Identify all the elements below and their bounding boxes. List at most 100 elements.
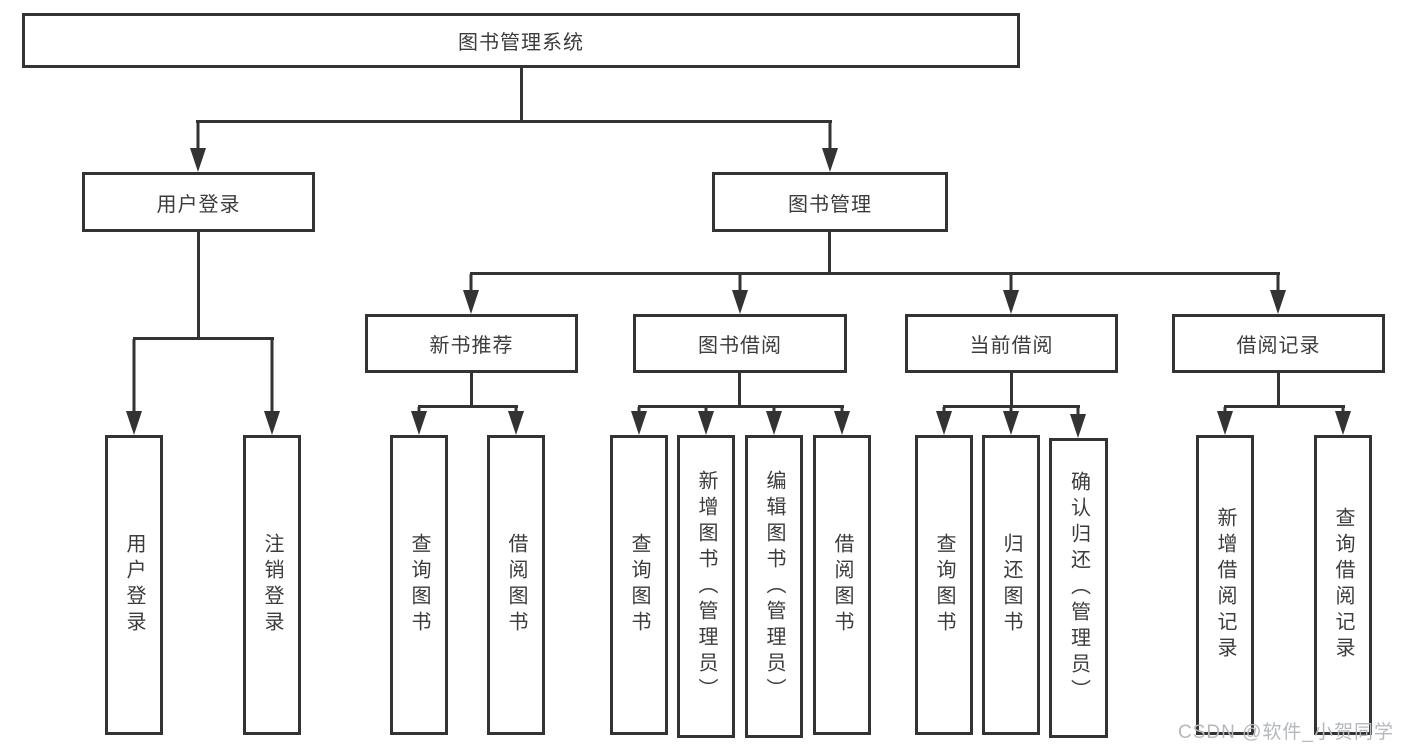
leaf-label: 查询图书 (628, 533, 650, 637)
leaf-label: 借阅图书 (505, 533, 527, 637)
leaf-add-books-admin: 新增图书（管理员） (677, 435, 735, 738)
connector-line (133, 337, 274, 340)
arrow-down-icon (1068, 407, 1088, 438)
arrow-stem (1341, 407, 1345, 413)
connector-line (1010, 373, 1013, 407)
arrow-stem (469, 274, 473, 292)
connector-line (520, 68, 523, 122)
arrow-stem (132, 339, 136, 413)
leaf-query-books-current: 查询图书 (915, 435, 973, 735)
arrow-down-icon (1001, 407, 1021, 435)
arrow-stem (1009, 407, 1013, 413)
arrow-down-icon (1268, 274, 1288, 314)
leaf-return-books: 归还图书 (982, 435, 1040, 735)
arrow-head (1335, 411, 1351, 435)
leaf-user-login: 用户登录 (105, 435, 163, 735)
leaf-add-borrowing-record: 新增借阅记录 (1196, 435, 1254, 735)
node-borrowing-records: 借阅记录 (1172, 314, 1385, 373)
arrow-stem (196, 122, 200, 150)
node-label: 图书借阅 (698, 335, 782, 357)
arrow-down-icon (409, 407, 429, 435)
connector-line (738, 373, 741, 407)
connector-line (1277, 373, 1280, 407)
arrow-head (508, 411, 524, 435)
leaf-label: 查询图书 (408, 533, 430, 637)
arrow-head (190, 148, 206, 172)
connector-line (196, 120, 832, 123)
arrow-down-icon (506, 407, 526, 435)
connector-line (470, 272, 1280, 275)
node-label: 图书管理 (788, 193, 872, 216)
arrow-head (936, 411, 952, 435)
arrow-head (1003, 290, 1019, 314)
arrow-head (698, 411, 714, 435)
arrow-down-icon (262, 339, 282, 435)
arrow-head (631, 411, 647, 435)
arrow-stem (738, 274, 742, 292)
leaf-confirm-return-admin: 确认归还（管理员） (1049, 438, 1108, 738)
arrow-down-icon (764, 407, 784, 435)
arrow-head (1217, 411, 1233, 435)
arrow-down-icon (1001, 274, 1021, 314)
node-book-management: 图书管理 (712, 172, 948, 232)
csdn-watermark: CSDN @软件_小贺同学 (1178, 722, 1394, 743)
arrow-down-icon (934, 407, 954, 435)
arrow-head (1270, 290, 1286, 314)
node-book-borrowing: 图书借阅 (633, 314, 847, 373)
arrow-down-icon (730, 274, 750, 314)
leaf-query-borrowing-record: 查询借阅记录 (1314, 435, 1372, 735)
arrow-head (766, 411, 782, 435)
arrow-stem (637, 407, 641, 413)
arrow-stem (1009, 274, 1013, 292)
node-label: 图书管理系统 (458, 32, 584, 54)
connector-line (638, 405, 844, 408)
connector-line (943, 405, 1080, 408)
leaf-label: 注销登录 (261, 533, 283, 637)
node-label: 借阅记录 (1236, 335, 1321, 357)
leaf-query-books-borrowing: 查询图书 (610, 435, 668, 735)
leaf-label: 确认归还（管理员） (1067, 471, 1090, 705)
arrow-stem (772, 407, 776, 413)
node-label: 用户登录 (156, 193, 241, 216)
node-user-login: 用户登录 (82, 172, 315, 232)
connector-line (828, 232, 831, 274)
arrow-stem (1276, 274, 1280, 292)
arrow-stem (270, 339, 274, 413)
arrow-stem (1076, 407, 1080, 416)
leaf-borrow-books-borrowing: 借阅图书 (813, 435, 871, 735)
leaf-query-books-recommend: 查询图书 (390, 435, 448, 735)
node-label: 当前借阅 (969, 335, 1054, 357)
connector-line (418, 405, 518, 408)
node-root-library-management-system: 图书管理系统 (22, 13, 1020, 68)
leaf-label: 新增图书（管理员） (695, 469, 717, 704)
arrow-head (463, 290, 479, 314)
arrow-stem (828, 122, 832, 150)
arrow-down-icon (1333, 407, 1353, 435)
arrow-head (126, 411, 142, 435)
leaf-label: 查询借阅记录 (1332, 507, 1354, 663)
leaf-edit-books-admin: 编辑图书（管理员） (745, 435, 803, 738)
node-label: 新书推荐 (429, 335, 514, 357)
arrow-down-icon (820, 122, 840, 172)
node-current-borrowing: 当前借阅 (905, 314, 1118, 373)
arrow-down-icon (832, 407, 852, 435)
connector-line (470, 373, 473, 407)
arrow-head (822, 148, 838, 172)
leaf-label: 新增借阅记录 (1214, 507, 1236, 663)
arrow-down-icon (461, 274, 481, 314)
arrow-head (732, 290, 748, 314)
arrow-stem (417, 407, 421, 413)
arrow-head (264, 411, 280, 435)
arrow-stem (514, 407, 518, 413)
connector-line (1224, 405, 1345, 408)
connector-line (197, 232, 200, 339)
leaf-borrow-books-recommend: 借阅图书 (487, 435, 545, 735)
arrow-down-icon (629, 407, 649, 435)
arrow-down-icon (124, 339, 144, 435)
arrow-head (834, 411, 850, 435)
arrow-stem (1223, 407, 1227, 413)
leaf-label: 归还图书 (1000, 533, 1022, 637)
leaf-label: 用户登录 (123, 533, 145, 637)
leaf-label: 查询图书 (933, 533, 955, 637)
